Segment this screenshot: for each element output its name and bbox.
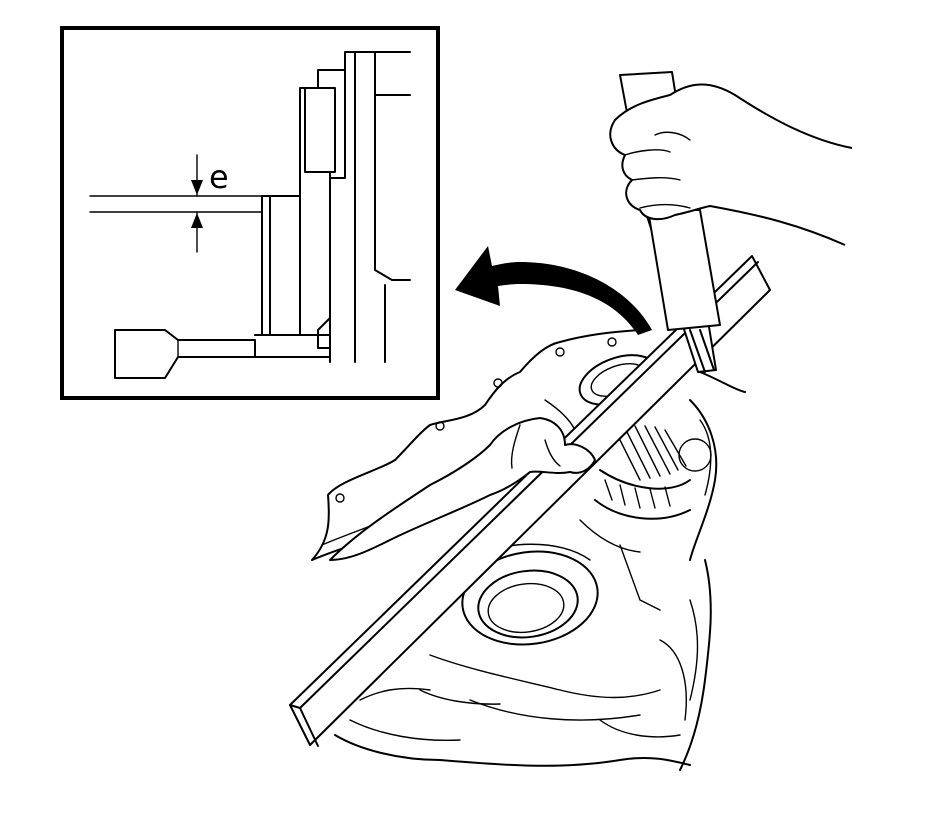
- dimension-label: e: [209, 158, 229, 196]
- left-hand: [329, 417, 596, 561]
- right-hand: [609, 83, 853, 246]
- transmission-case: [311, 329, 746, 771]
- straight-edge: [289, 255, 771, 747]
- detail-inset: e: [60, 26, 440, 400]
- curved-arrow: [455, 246, 652, 335]
